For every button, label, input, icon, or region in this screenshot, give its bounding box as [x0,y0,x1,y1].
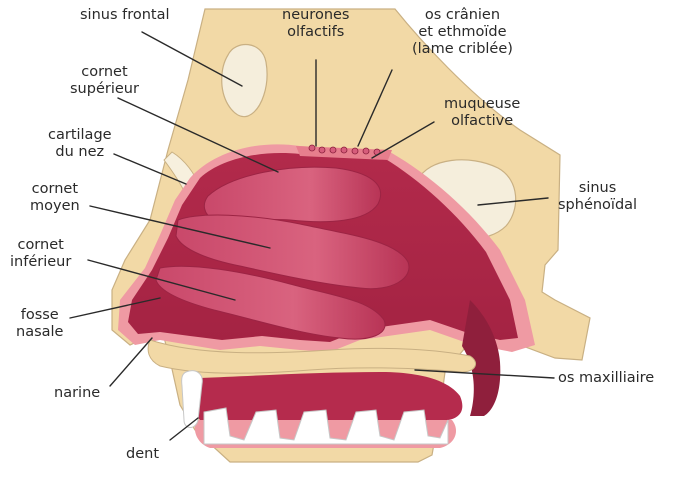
label-cornet-superieur: cornet supérieur [70,64,139,98]
label-sinus-sphenoidal: sinus sphénoïdal [558,180,637,214]
label-cornet-inferieur: cornet inférieur [10,237,71,271]
label-os-cranien: os crânien et ethmoïde (lame criblée) [412,7,513,58]
label-dent: dent [126,446,159,463]
label-fosse-nasale: fosse nasale [16,307,63,341]
label-cartilage-du-nez: cartilage du nez [48,127,112,161]
leader-narine [110,338,152,386]
label-muqueuse-olfactive: muqueuse olfactive [444,96,520,130]
label-sinus-frontal: sinus frontal [80,7,170,24]
label-os-maxilliaire: os maxilliaire [558,370,654,387]
label-cornet-moyen: cornet moyen [30,181,80,215]
label-narine: narine [54,385,100,402]
label-neurones-olfactifs: neurones olfactifs [282,7,349,41]
